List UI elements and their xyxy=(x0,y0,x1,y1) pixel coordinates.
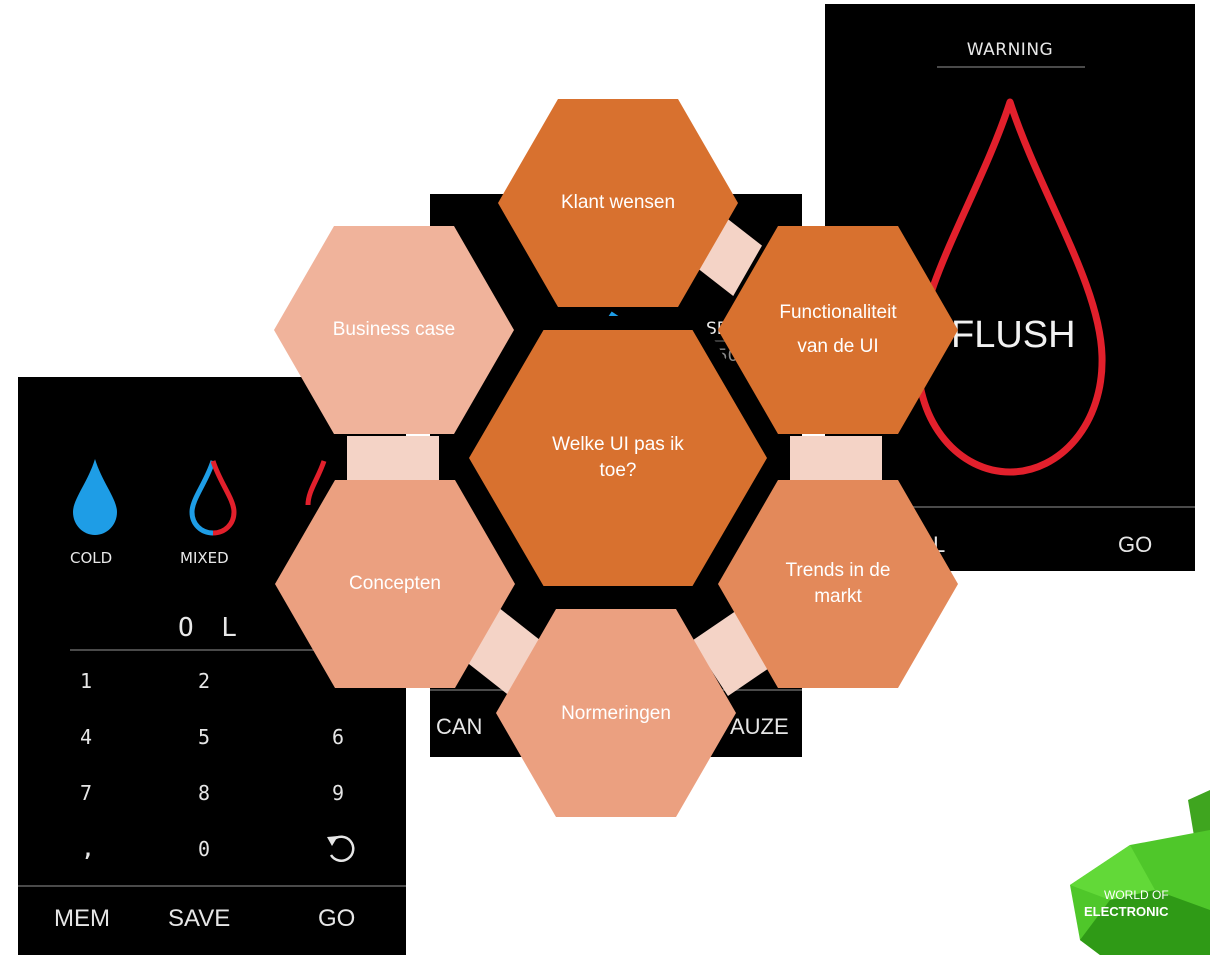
flush-drop-icon xyxy=(914,98,1106,476)
hex-trends-line1: Trends in de xyxy=(785,560,891,582)
cancel-button[interactable]: CAN xyxy=(436,714,483,739)
warning-bottom-divider xyxy=(825,506,1195,508)
world-of-electronics-logo xyxy=(1070,790,1210,955)
cold-drop-icon[interactable] xyxy=(70,457,120,537)
key-8[interactable]: 8 xyxy=(198,781,211,805)
mixed-label: MIXED xyxy=(180,549,229,567)
keypad-bottom-divider xyxy=(18,885,406,887)
hex-trends: Trends in de markt xyxy=(718,480,958,688)
pause-button[interactable]: AUZE xyxy=(730,714,789,739)
hex-normeringen-label: Normeringen xyxy=(561,703,671,724)
key-4[interactable]: 4 xyxy=(80,725,93,749)
mem-button[interactable]: MEM xyxy=(54,905,110,932)
hex-trends-line2: markt xyxy=(814,586,862,607)
hex-welke-ui-line1: Welke UI pas ik xyxy=(552,434,684,456)
hex-welke-ui: Welke UI pas ik toe? xyxy=(469,330,767,586)
logo-line1: WORLD OF xyxy=(1104,888,1169,902)
key-2[interactable]: 2 xyxy=(198,669,211,693)
hex-business-case-label: Business case xyxy=(332,319,456,341)
key-7[interactable]: 7 xyxy=(80,781,93,805)
hex-concepten: Concepten xyxy=(275,480,515,688)
key-0[interactable]: 0 xyxy=(198,837,211,861)
hex-concepten-label: Concepten xyxy=(349,573,441,595)
connector-topleft-bottomleft xyxy=(347,436,439,482)
key-comma[interactable]: , xyxy=(82,837,95,861)
go-button[interactable]: GO xyxy=(318,905,356,932)
logo-line2: ELECTRONIC xyxy=(1084,904,1169,919)
volume-display: O L xyxy=(178,613,243,643)
warning-title-underline xyxy=(937,66,1085,68)
hex-klant-wensen-label: Klant wensen xyxy=(560,192,676,214)
flush-label: FLUSH xyxy=(951,314,1076,356)
key-9[interactable]: 9 xyxy=(332,781,345,805)
key-6[interactable]: 6 xyxy=(332,725,345,749)
mixed-drop-icon[interactable] xyxy=(188,457,238,537)
volume-underline xyxy=(70,649,360,651)
undo-icon[interactable] xyxy=(324,831,358,865)
cold-label: COLD xyxy=(70,549,113,567)
save-button[interactable]: SAVE xyxy=(168,905,231,932)
hex-functionaliteit-line2: van de UI xyxy=(797,336,879,357)
hex-normeringen: Normeringen xyxy=(496,609,736,817)
hot-drop-icon-partial[interactable] xyxy=(304,457,334,517)
hex-welke-ui-line2: toe? xyxy=(599,460,637,481)
key-5[interactable]: 5 xyxy=(198,725,211,749)
warning-title: WARNING xyxy=(966,40,1054,60)
hex-functionaliteit-line1: Functionaliteit xyxy=(779,302,897,324)
connector-topright-bottomright xyxy=(790,436,882,482)
go-button-warning[interactable]: GO xyxy=(1118,532,1153,557)
key-1[interactable]: 1 xyxy=(80,669,93,693)
